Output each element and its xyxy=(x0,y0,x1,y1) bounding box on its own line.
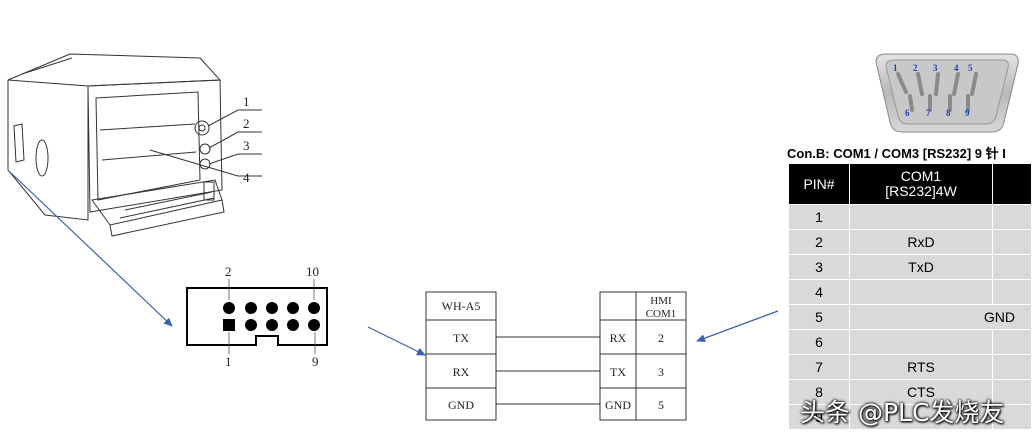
wiring-diagram: WH-A5 TX RX GND HMI COM1 RX TX GND 2 3 5 xyxy=(425,291,687,421)
printer-callout-4: 4 xyxy=(243,170,250,185)
db9-connector-photo: 1 2 3 4 5 6 7 8 9 xyxy=(875,53,1019,133)
table-row: 9 xyxy=(788,404,1032,430)
table-row: 5 GND xyxy=(788,304,1032,330)
pin-number: 9 xyxy=(788,404,850,430)
wiring-right-number-3: 3 xyxy=(658,365,664,379)
wiring-right-header-com1: COM1 xyxy=(646,308,677,320)
pin-table-title: Con.B: COM1 / COM3 [RS232] 9 针 I xyxy=(787,146,1006,161)
connector-label-1: 1 xyxy=(225,354,232,369)
pin-table-header-com1-line2: [RS232]4W xyxy=(885,183,957,199)
pin-table-header-row: PIN# COM1 [RS232]4W xyxy=(788,163,1032,205)
ten-pin-connector: 2 10 1 9 xyxy=(186,264,328,369)
pin-extra xyxy=(992,354,1032,380)
pin-number: 8 xyxy=(788,379,850,405)
printer-callout-1: 1 xyxy=(243,94,250,109)
pin-extra xyxy=(992,404,1032,430)
pin-signal xyxy=(849,404,993,430)
wiring-right-header-hmi: HMI xyxy=(650,295,672,307)
connector-pin xyxy=(223,302,235,314)
pin-signal xyxy=(849,279,993,305)
table-row: 1 xyxy=(788,204,1032,230)
pin-number: 2 xyxy=(788,229,850,255)
connector-pin xyxy=(266,302,278,314)
pin-signal xyxy=(849,329,993,355)
pin-table: PIN# COM1 [RS232]4W 1 2 RxD 3 TxD 4 xyxy=(788,163,1032,430)
wiring-right-pin-gnd: GND xyxy=(605,398,631,412)
db9-label-7: 7 xyxy=(926,108,931,118)
wiring-left-pin-rx: RX xyxy=(453,365,470,379)
connector-label-2: 2 xyxy=(225,264,232,279)
pin-table-header-com1-line1: COM1 xyxy=(900,168,942,184)
pin-number: 6 xyxy=(788,329,850,355)
arrow-printer-to-connector xyxy=(9,171,173,327)
pin-signal: RxD xyxy=(849,229,993,255)
pin-number: 3 xyxy=(788,254,850,280)
pin-extra xyxy=(992,279,1032,305)
pin-signal: RTS xyxy=(849,354,993,380)
connector-pin xyxy=(245,319,257,331)
printer-callout-3: 3 xyxy=(243,138,250,153)
pin-signal: GND xyxy=(849,304,1032,330)
db9-label-5: 5 xyxy=(968,63,973,73)
db9-label-9: 9 xyxy=(965,108,970,118)
wiring-left-pin-gnd: GND xyxy=(448,398,474,412)
pin-signal: CTS xyxy=(849,379,993,405)
connector-pin xyxy=(308,302,320,314)
table-row: 2 RxD xyxy=(788,229,1032,255)
connector-pin xyxy=(287,302,299,314)
connector-label-9: 9 xyxy=(312,354,319,369)
pin-extra xyxy=(992,229,1032,255)
pin-table-header-com1: COM1 [RS232]4W xyxy=(849,163,993,205)
printer-callout-2: 2 xyxy=(243,116,250,131)
connector-pin xyxy=(245,302,257,314)
wiring-right-pin-tx: TX xyxy=(610,365,626,379)
connector-pin xyxy=(287,319,299,331)
pin-extra xyxy=(992,329,1032,355)
pin-extra xyxy=(992,254,1032,280)
db9-label-8: 8 xyxy=(946,108,951,118)
wiring-left-header: WH-A5 xyxy=(442,299,481,313)
wiring-left-pin-tx: TX xyxy=(453,331,469,345)
pin-number: 7 xyxy=(788,354,850,380)
pin-number: 1 xyxy=(788,204,850,230)
pin-signal: TxD xyxy=(849,254,993,280)
table-row: 3 TxD xyxy=(788,254,1032,280)
pin-extra xyxy=(992,204,1032,230)
db9-label-2: 2 xyxy=(913,63,918,73)
table-row: 6 xyxy=(788,329,1032,355)
db9-label-6: 6 xyxy=(905,108,910,118)
table-row: 4 xyxy=(788,279,1032,305)
pin-number: 5 xyxy=(788,304,850,330)
pin-table-header-extra xyxy=(992,163,1032,205)
arrow-table-to-wiring xyxy=(696,310,779,342)
connector-pin xyxy=(308,319,320,331)
wiring-right-pin-rx: RX xyxy=(610,331,627,345)
connector-pin xyxy=(266,319,278,331)
wiring-right-number-2: 2 xyxy=(658,331,664,345)
connector-pin-1-square xyxy=(223,319,235,331)
pin-signal xyxy=(849,204,993,230)
printer-drawing: 1 2 3 4 xyxy=(7,53,262,237)
arrow-connector-to-wiring xyxy=(367,326,426,356)
connector-label-10: 10 xyxy=(306,264,319,279)
wiring-right-number-5: 5 xyxy=(658,398,664,412)
watermark: 头条 @PLC发烧友 xyxy=(800,398,1005,427)
db9-label-3: 3 xyxy=(933,63,938,73)
table-row: 7 RTS xyxy=(788,354,1032,380)
db9-label-1: 1 xyxy=(893,63,898,73)
pin-table-header-pin: PIN# xyxy=(788,163,850,205)
pin-number: 4 xyxy=(788,279,850,305)
db9-label-4: 4 xyxy=(954,63,959,73)
